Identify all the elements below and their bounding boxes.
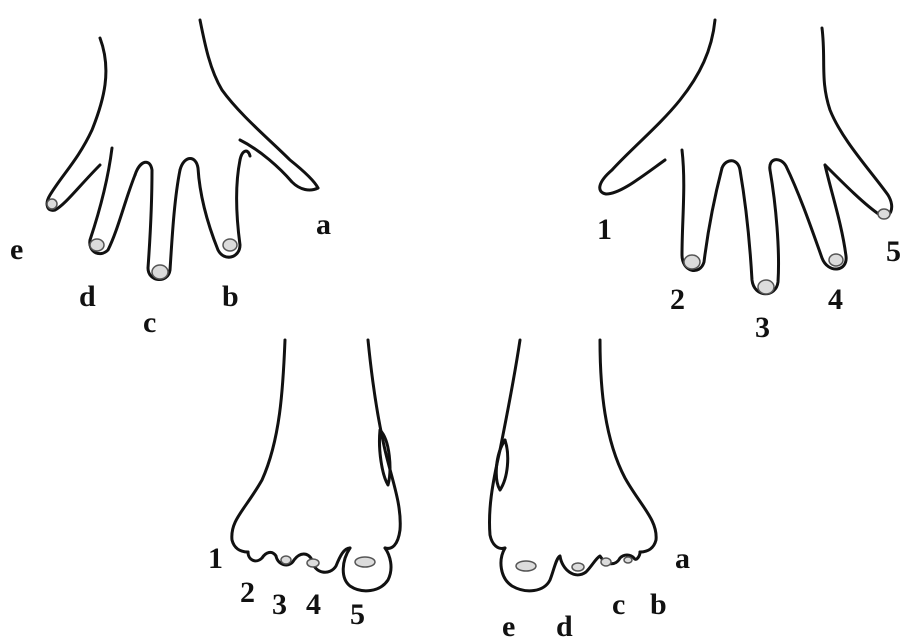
left-foot-label-5: 5 [350,600,365,630]
right-hand-label-3: 3 [755,313,770,343]
right-foot-label-a: a [675,544,690,574]
left-hand-label-b: b [222,282,239,312]
right-hand-label-4: 4 [828,285,843,315]
left-hand-label-a: a [316,210,331,240]
right-hand-label-2: 2 [670,285,685,315]
left-foot-label-3: 3 [272,590,287,620]
left-foot-drawing [232,340,400,591]
right-foot-label-d: d [556,612,573,641]
left-foot-label-1: 1 [208,544,223,574]
right-foot-label-e: e [502,612,515,641]
left-foot-label-4: 4 [306,590,321,620]
right-hand-label-5: 5 [886,237,901,267]
right-hand-label-1: 1 [597,215,612,245]
left-hand-label-e: e [10,235,23,265]
right-foot-drawing [489,340,656,591]
right-hand-drawing [600,20,892,294]
left-foot-label-2: 2 [240,578,255,608]
left-hand-drawing [47,20,318,280]
right-foot-label-c: c [612,590,625,620]
right-foot-label-b: b [650,590,667,620]
left-hand-label-c: c [143,308,156,338]
left-hand-label-d: d [79,282,96,312]
